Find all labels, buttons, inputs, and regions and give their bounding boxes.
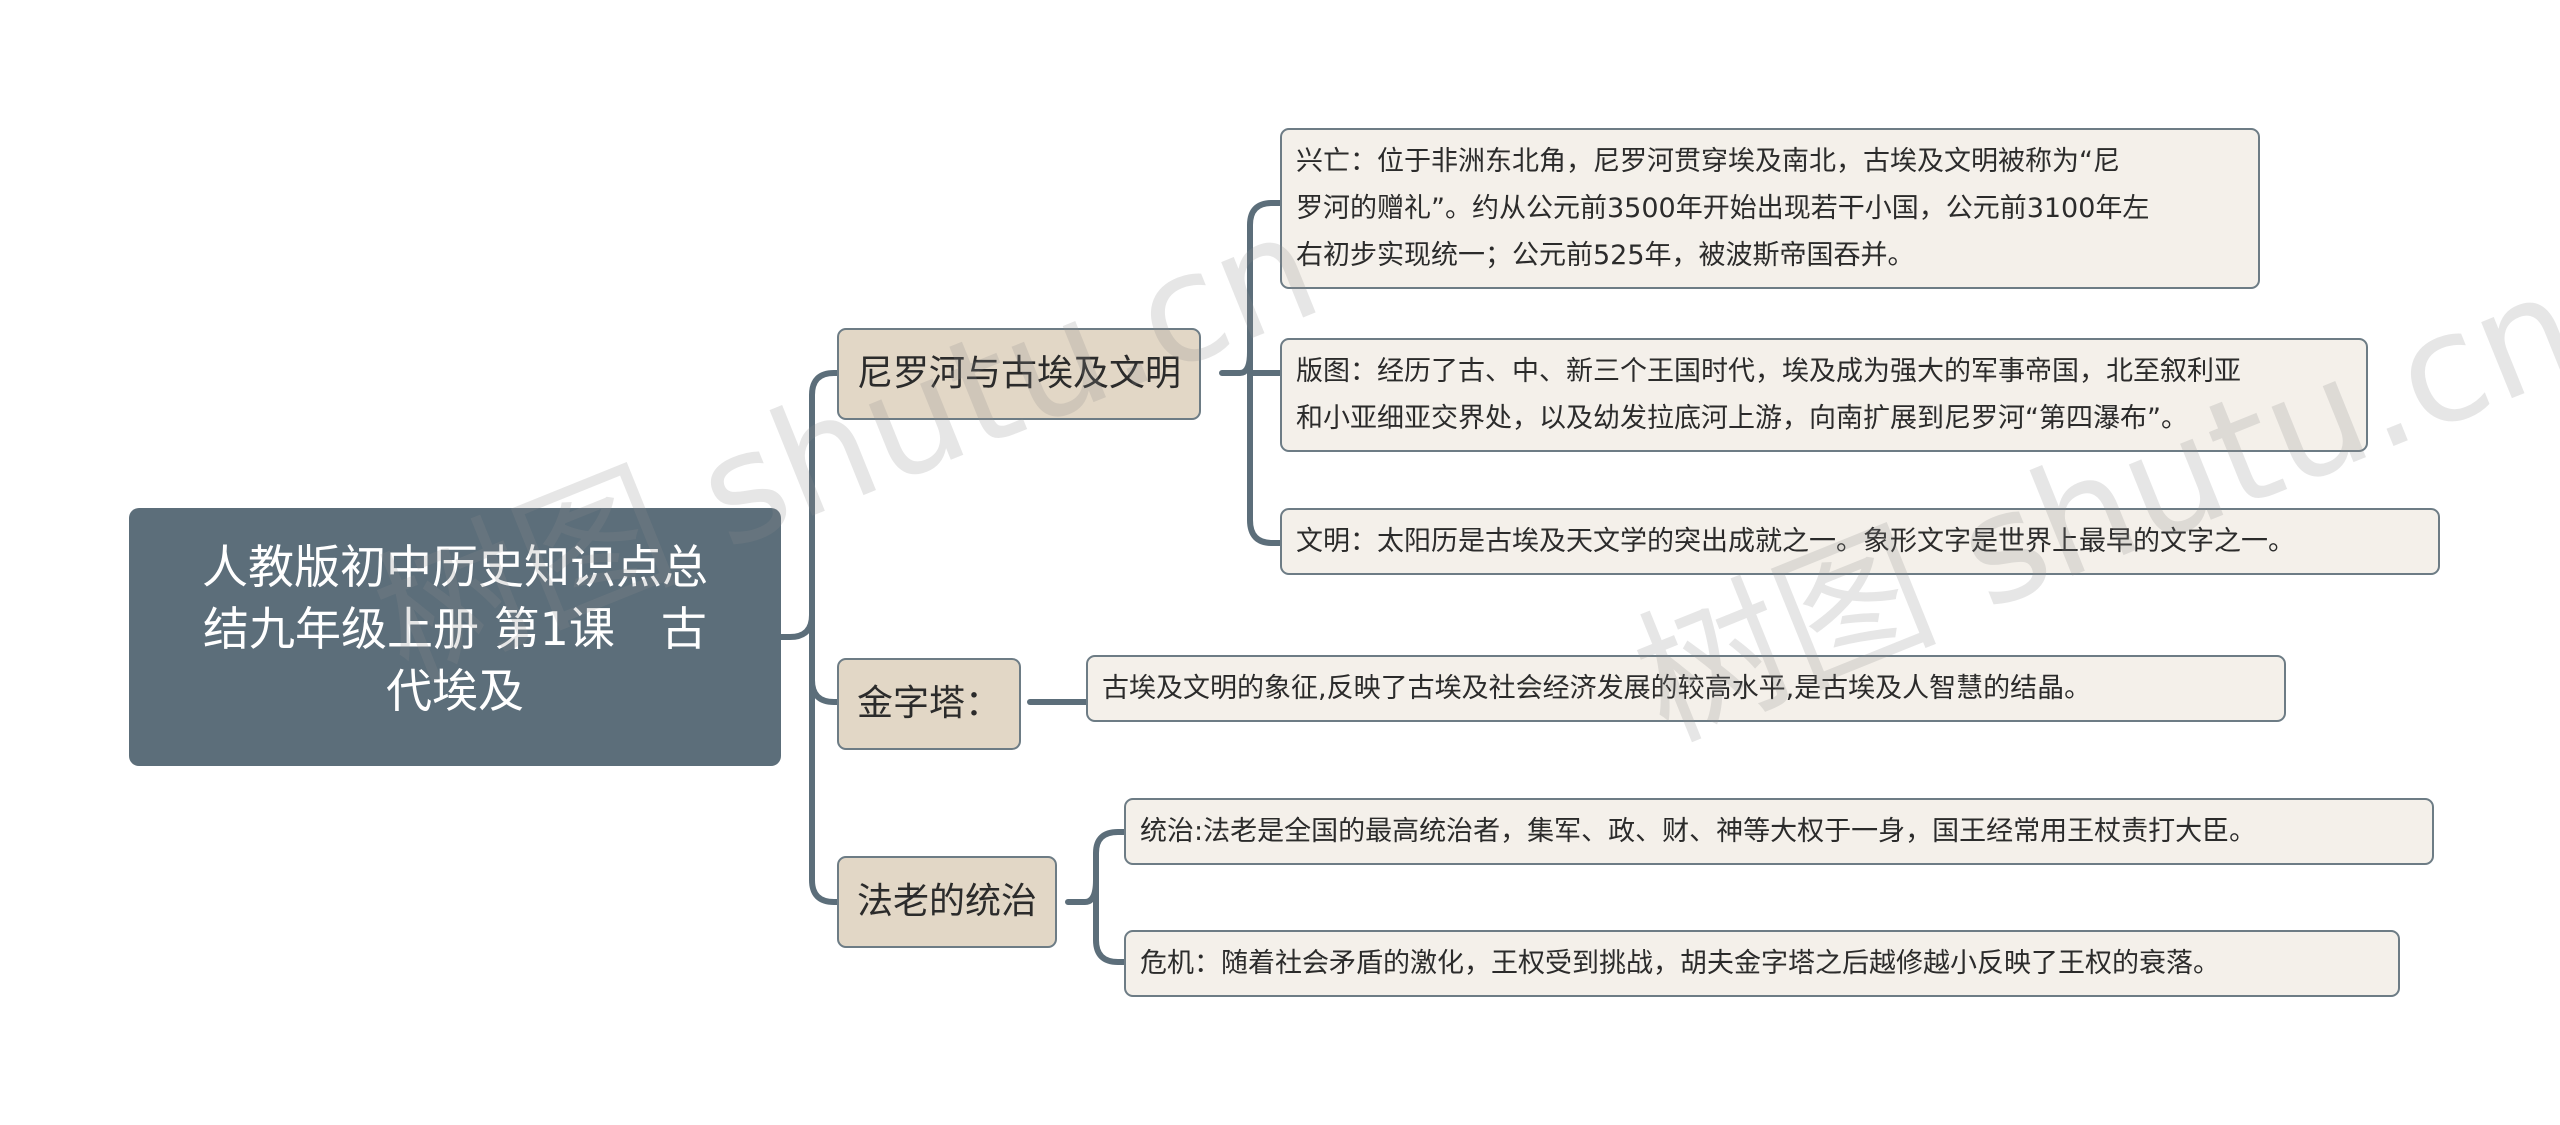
leaf-node-crisis[interactable]: 危机：随着社会矛盾的激化，王权受到挑战，胡夫金字塔之后越修越小反映了王权的衰落。 — [1124, 930, 2400, 997]
root-title-line-2: 结九年级上册 第1课 古 — [203, 602, 707, 656]
leaf-line: 和小亚细亚交界处，以及幼发拉底河上游，向南扩展到尼罗河“第四瀑布”。 — [1296, 403, 2188, 434]
connector-root — [778, 370, 843, 905]
branch-node-pharaoh[interactable]: 法老的统治 — [837, 856, 1058, 948]
leaf-line: 罗河的赠礼”。约从公元前3500年开始出现若干小国，公元前3100年左 — [1296, 193, 2150, 224]
branch-label: 尼罗河与古埃及文明 — [857, 353, 1182, 394]
leaf-node-civilization[interactable]: 文明：太阳历是古埃及天文学的突出成就之一。象形文字是世界上最早的文字之一。 — [1280, 508, 2440, 575]
branch-label: 金字塔： — [857, 683, 1002, 724]
leaf-node-rule[interactable]: 统治:法老是全国的最高统治者，集军、政、财、神等大权于一身，国王经常用王杖责打大… — [1124, 798, 2434, 865]
root-title-line-1: 人教版初中历史知识点总 — [202, 540, 708, 594]
leaf-node-territory[interactable]: 版图：经历了古、中、新三个王国时代，埃及成为强大的军事帝国，北至叙利亚 和小亚细… — [1280, 338, 2368, 452]
branch-node-nile[interactable]: 尼罗河与古埃及文明 — [837, 328, 1202, 420]
root-node[interactable]: 人教版初中历史知识点总 结九年级上册 第1课 古 代埃及 — [129, 508, 781, 766]
branch-label: 法老的统治 — [857, 881, 1038, 922]
branch-node-pyramid[interactable]: 金字塔： — [837, 658, 1022, 750]
connector-branch-3 — [1065, 829, 1127, 965]
leaf-line: 版图：经历了古、中、新三个王国时代，埃及成为强大的军事帝国，北至叙利亚 — [1296, 356, 2241, 387]
connector-branch-1 — [1219, 200, 1283, 546]
leaf-line: 统治:法老是全国的最高统治者，集军、政、财、神等大权于一身，国王经常用王杖责打大… — [1140, 816, 2257, 847]
leaf-line: 危机：随着社会矛盾的激化，王权受到挑战，胡夫金字塔之后越修越小反映了王权的衰落。 — [1140, 948, 2220, 979]
root-title-line-3: 代埃及 — [386, 664, 524, 718]
leaf-line: 古埃及文明的象征,反映了古埃及社会经济发展的较高水平,是古埃及人智慧的结晶。 — [1102, 673, 2092, 704]
leaf-line: 右初步实现统一；公元前525年，被波斯帝国吞并。 — [1296, 240, 1915, 271]
leaf-node-rise-fall[interactable]: 兴亡：位于非洲东北角，尼罗河贯穿埃及南北，古埃及文明被称为“尼 罗河的赠礼”。约… — [1280, 128, 2260, 289]
leaf-node-pyramid-symbol[interactable]: 古埃及文明的象征,反映了古埃及社会经济发展的较高水平,是古埃及人智慧的结晶。 — [1086, 655, 2286, 722]
leaf-line: 兴亡：位于非洲东北角，尼罗河贯穿埃及南北，古埃及文明被称为“尼 — [1296, 146, 2120, 177]
leaf-line: 文明：太阳历是古埃及天文学的突出成就之一。象形文字是世界上最早的文字之一。 — [1296, 526, 2295, 557]
